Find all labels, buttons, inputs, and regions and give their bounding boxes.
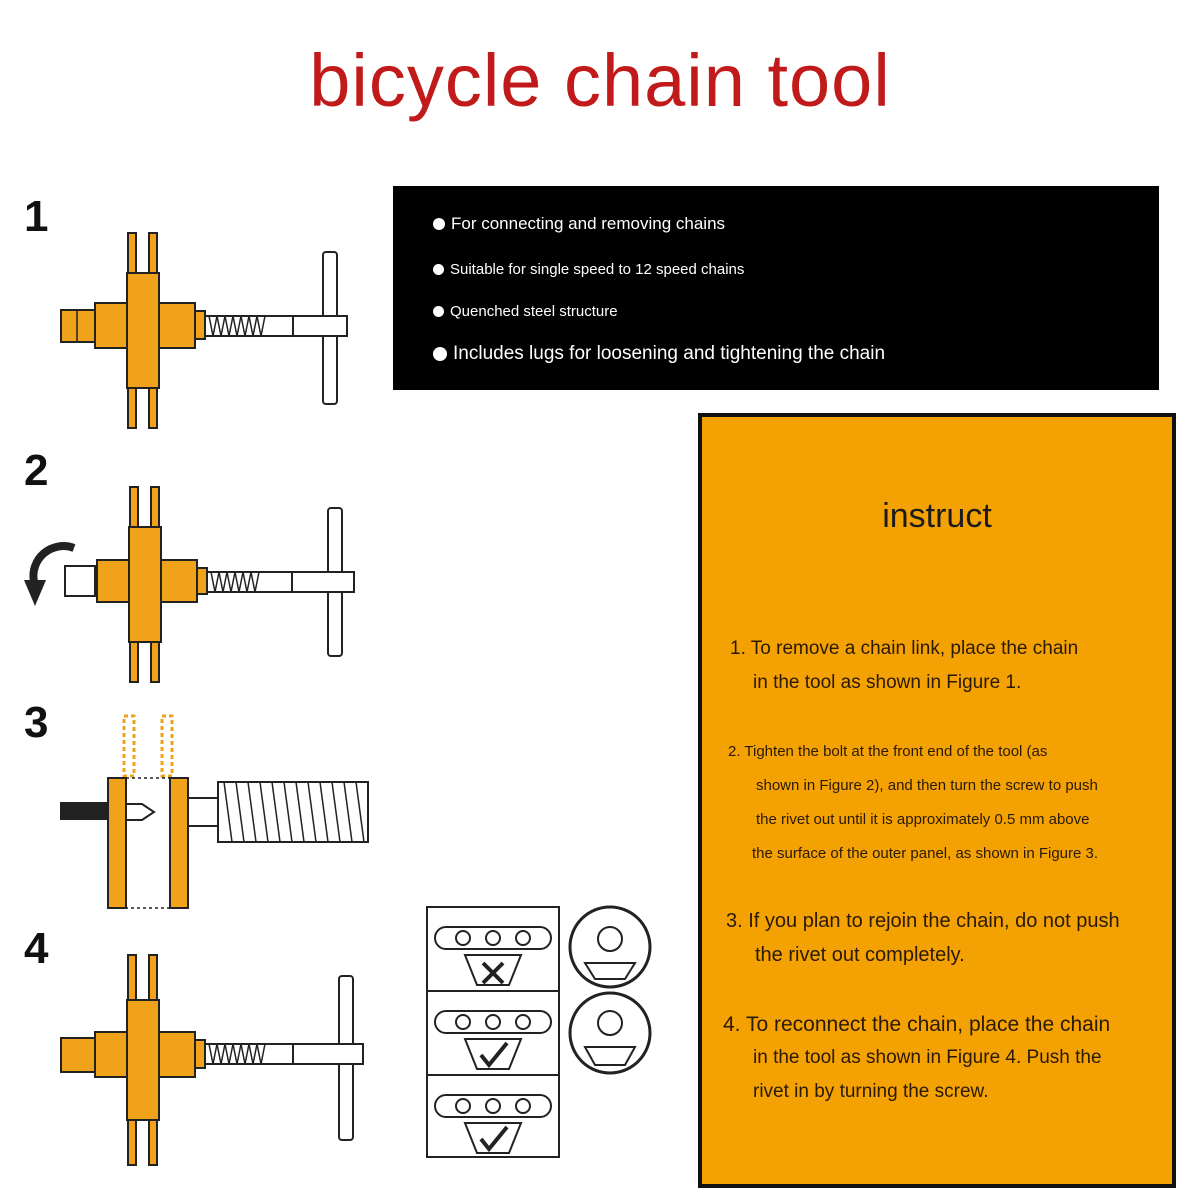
page-title: bicycle chain tool xyxy=(309,39,891,122)
feature-text: Includes lugs for loosening and tighteni… xyxy=(453,343,886,364)
feature-item: Suitable for single speed to 12 speed ch… xyxy=(433,261,744,278)
instruction-line: the surface of the outer panel, as shown… xyxy=(752,845,1099,862)
feature-item: Includes lugs for loosening and tighteni… xyxy=(433,343,885,365)
step-number-4: 4 xyxy=(24,924,49,973)
bullet-icon xyxy=(433,218,445,230)
instruction-line: the rivet out until it is approximately … xyxy=(756,811,1090,828)
bullet-icon xyxy=(433,347,447,361)
instruction-line: shown in Figure 2), and then turn the sc… xyxy=(756,777,1098,794)
feature-text: Suitable for single speed to 12 speed ch… xyxy=(450,261,745,278)
instruction-line: 4. To reconnect the chain, place the cha… xyxy=(723,1013,1111,1036)
step-number-1: 1 xyxy=(24,192,49,241)
bullet-icon xyxy=(433,264,444,275)
instruction-line: 1. To remove a chain link, place the cha… xyxy=(730,638,1079,659)
feature-text: For connecting and removing chains xyxy=(451,214,726,233)
figure-1-tool-diagram xyxy=(60,232,348,429)
instruction-line: the rivet out completely. xyxy=(755,944,965,966)
instruction-line: 3. If you plan to rejoin the chain, do n… xyxy=(726,910,1120,932)
figure-4-tool-diagram xyxy=(60,954,364,1166)
bullet-icon xyxy=(433,306,444,317)
instruction-line: rivet in by turning the screw. xyxy=(753,1081,989,1102)
feature-item: Quenched steel structure xyxy=(433,303,618,320)
instruction-line: in the tool as shown in Figure 4. Push t… xyxy=(753,1047,1102,1068)
figure-3-rivet-closeup xyxy=(60,714,369,909)
step-number-3: 3 xyxy=(24,698,49,747)
step-number-2: 2 xyxy=(24,446,49,495)
feature-item: For connecting and removing chains xyxy=(433,214,725,234)
feature-text: Quenched steel structure xyxy=(450,303,618,320)
instruction-line: 2. Tighten the bolt at the front end of … xyxy=(728,743,1048,760)
figure-2-tool-diagram xyxy=(24,486,355,683)
chain-check-illustrations xyxy=(426,905,652,1158)
instructions-heading: instruct xyxy=(882,497,992,535)
instructions-panel: instruct 1. To remove a chain link, plac… xyxy=(698,413,1176,1188)
features-box: For connecting and removing chains Suita… xyxy=(393,186,1159,390)
instruction-line: in the tool as shown in Figure 1. xyxy=(753,672,1022,693)
